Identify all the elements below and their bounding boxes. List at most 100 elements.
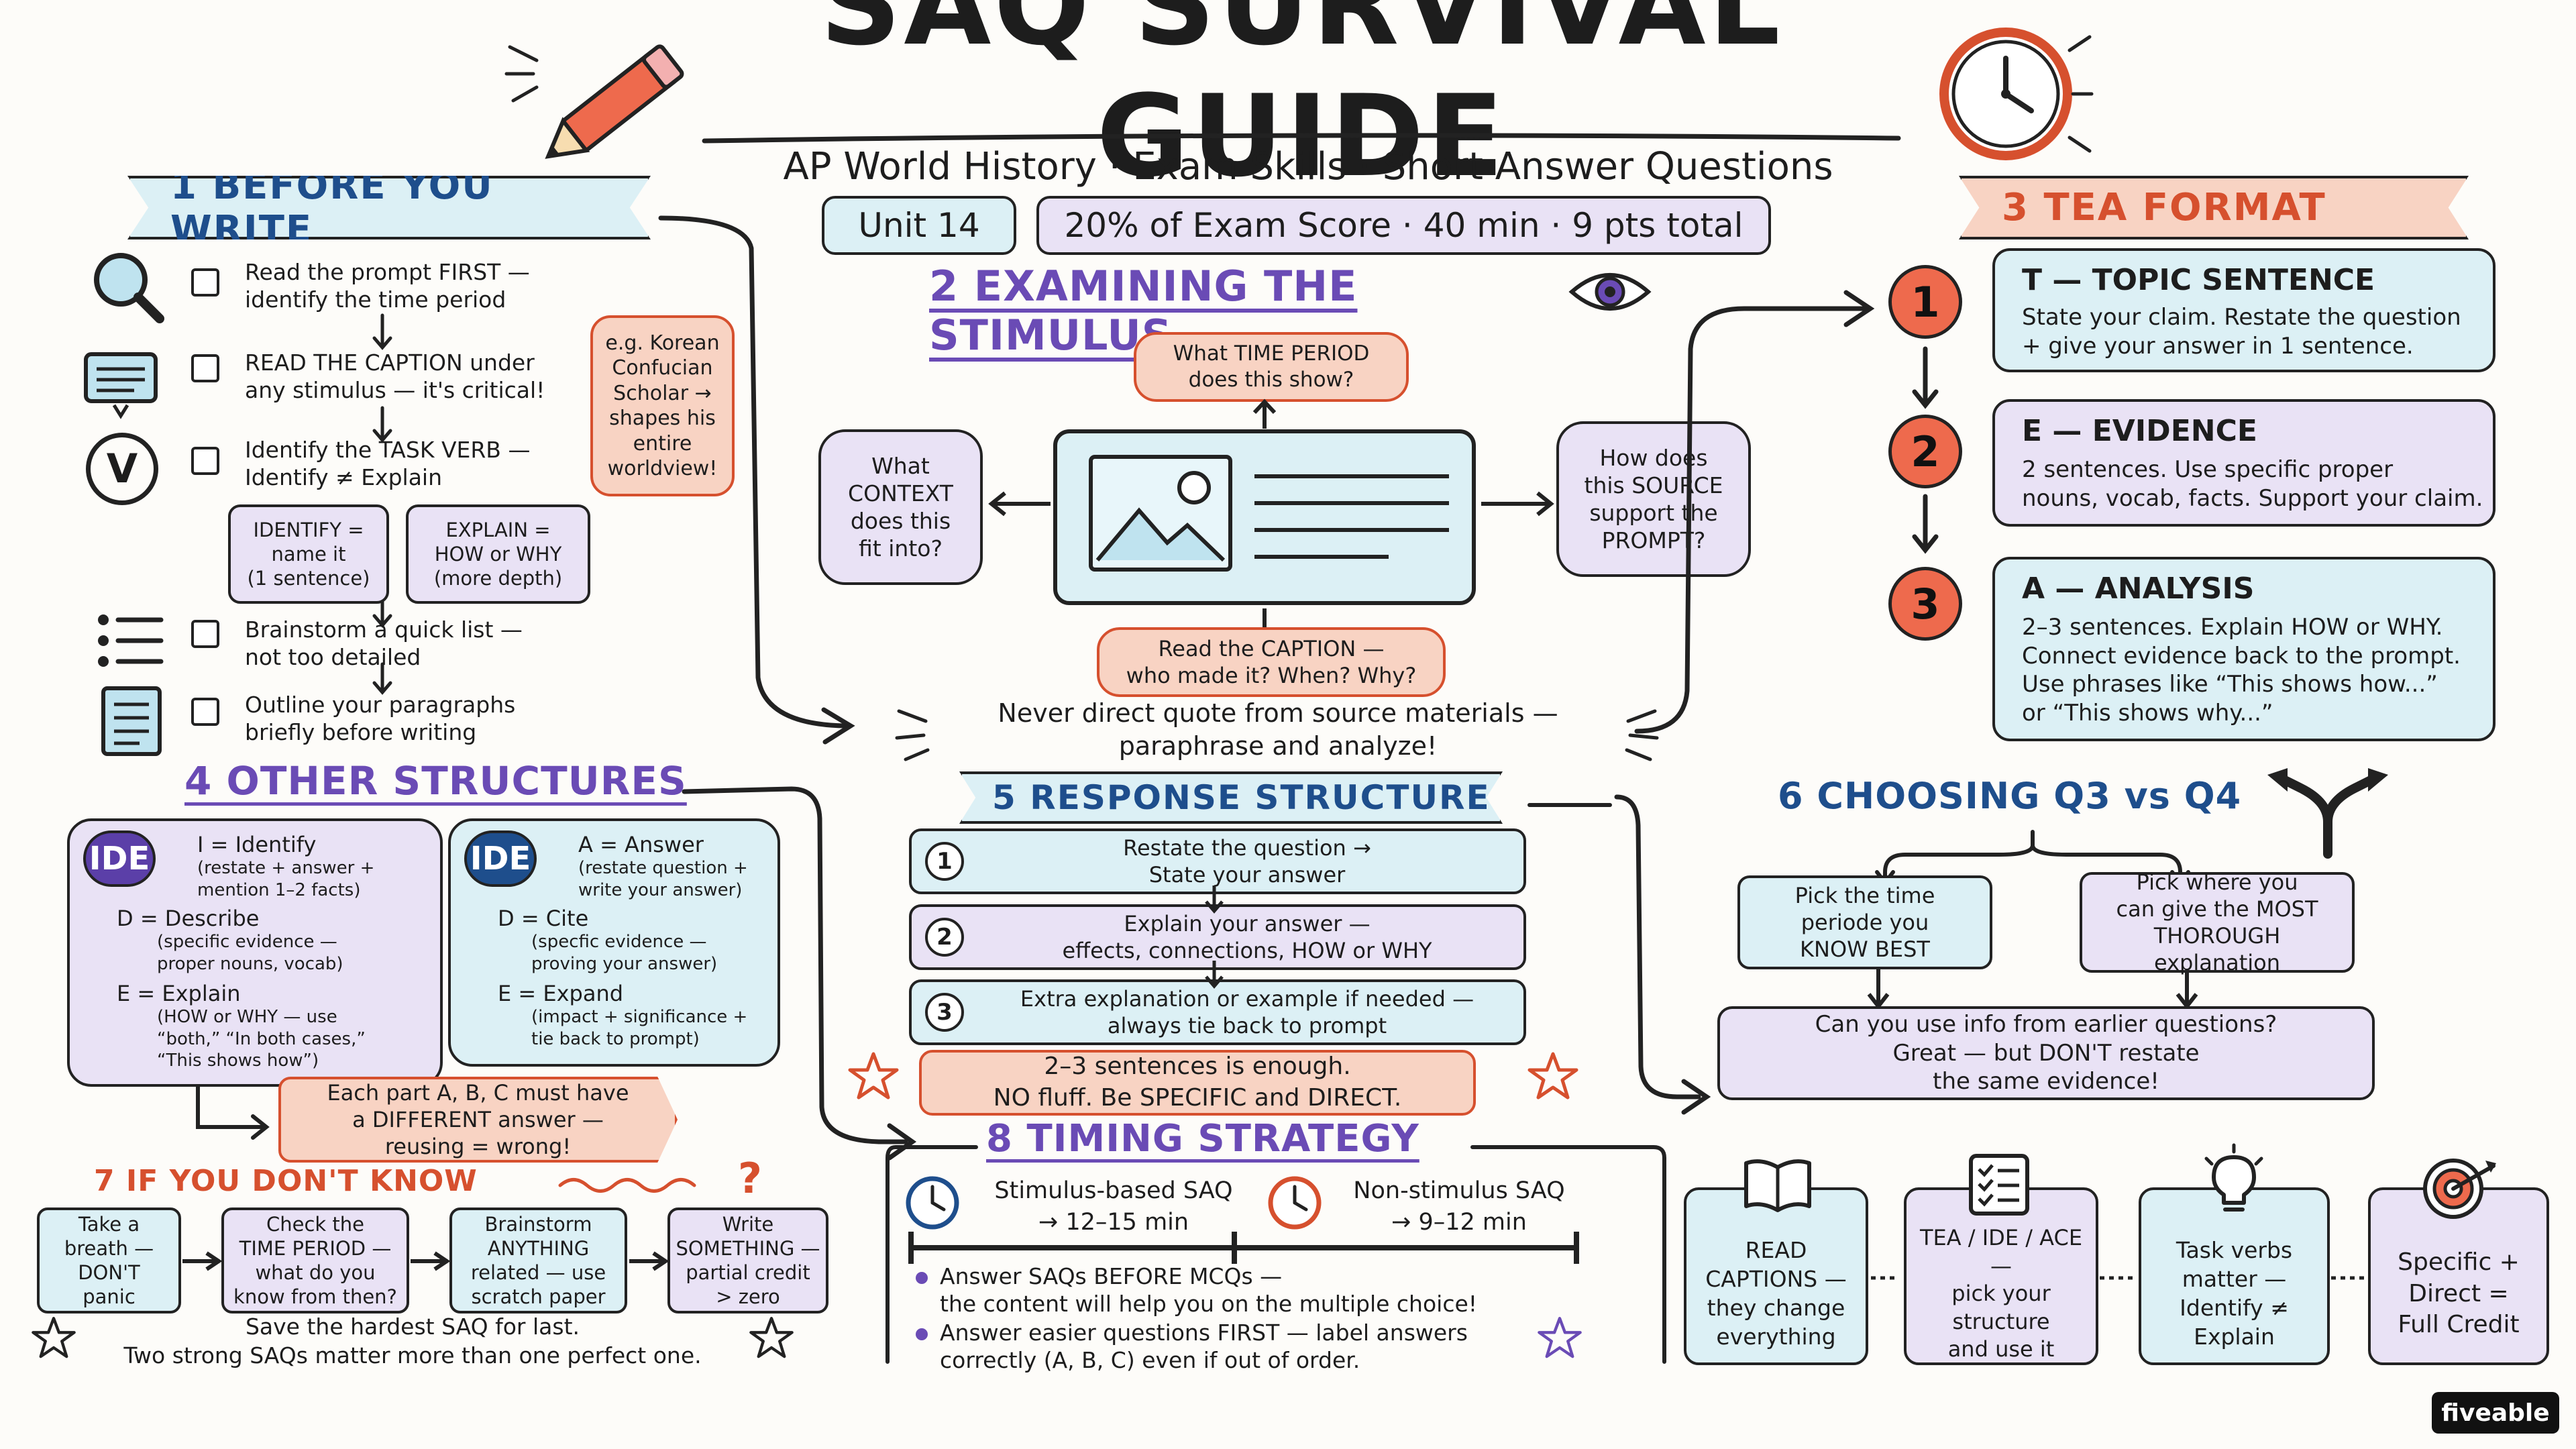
s8-bracket bbox=[885, 1145, 1666, 1364]
ide-right-e-head: E = Expand bbox=[498, 981, 624, 1006]
earlier-questions-box: Can you use info from earlier questions?… bbox=[1717, 1006, 2375, 1100]
response-step-3: 3 Extra explanation or example if needed… bbox=[909, 979, 1526, 1045]
stopwatch-blue-icon bbox=[906, 1176, 959, 1230]
tea-num-3: 3 bbox=[1888, 567, 1962, 641]
verb-v-icon: V bbox=[86, 433, 158, 505]
s5-title: 5 RESPONSE STRUCTURE bbox=[992, 778, 1491, 817]
ide-badge-left: IDE bbox=[83, 830, 156, 887]
idk-arrows bbox=[182, 1251, 669, 1271]
split-arrow-icon bbox=[2267, 768, 2388, 859]
squiggle-icon bbox=[558, 1178, 696, 1193]
ide-left-i-sub: (restate + answer + mention 1–2 facts) bbox=[197, 858, 375, 900]
tip-card-credit: Specific + Direct = Full Credit bbox=[2368, 1187, 2549, 1365]
ide-arrow bbox=[196, 1085, 270, 1140]
step-num-3: 3 bbox=[925, 993, 964, 1032]
target-icon bbox=[2423, 1159, 2496, 1219]
response-arrows bbox=[1205, 885, 1224, 989]
tip-text-verbs: Task verbs matter — Identify ≠ Explain bbox=[2176, 1237, 2293, 1350]
checkbox-1[interactable] bbox=[191, 268, 219, 297]
timing-bullet-2: Answer easier questions FIRST — label an… bbox=[916, 1319, 1627, 1375]
explain-box: EXPLAIN = HOW or WHY (more depth) bbox=[406, 504, 590, 604]
s8-title: 8 TIMING STRATEGY bbox=[986, 1117, 1419, 1161]
tea-card-evidence: E — EVIDENCE 2 sentences. Use specific p… bbox=[1992, 399, 2496, 527]
connector-to-s6 bbox=[1614, 794, 1711, 1115]
ide-left-d-sub: (specific evidence — proper nouns, vocab… bbox=[157, 932, 343, 974]
tip-card-structure: TEA / IDE / ACE — pick your structure an… bbox=[1904, 1187, 2098, 1365]
timeline-bar bbox=[908, 1232, 1579, 1264]
star-bl-icon bbox=[32, 1317, 76, 1358]
bullet-dot bbox=[916, 1328, 928, 1340]
star-purple-icon bbox=[1538, 1317, 1582, 1358]
s1-title: 1 BEFORE YOU WRITE bbox=[170, 164, 494, 252]
list-icon bbox=[98, 614, 164, 667]
response-step-1-text: Restate the question → State your answer bbox=[1123, 835, 1371, 888]
tea-body-analysis: 2–3 sentences. Explain HOW or WHY. Conne… bbox=[2022, 614, 2461, 727]
checkbox-5[interactable] bbox=[191, 698, 219, 726]
ide-left-i-head: I = Identify bbox=[197, 832, 317, 857]
score-tag: 20% of Exam Score · 40 min · 9 pts total bbox=[1036, 196, 1771, 255]
star-right-icon bbox=[1527, 1052, 1578, 1099]
clock-icon bbox=[1939, 28, 2094, 160]
step-num-2: 2 bbox=[925, 918, 964, 957]
non-stimulus-saq-label: Non-stimulus SAQ → 9–12 min bbox=[1353, 1177, 1565, 1236]
q-time-period: What TIME PERIOD does this show? bbox=[1134, 332, 1409, 402]
tip-card-verbs: Task verbs matter — Identify ≠ Explain bbox=[2139, 1187, 2330, 1365]
timing-bullet-1-text: Answer SAQs BEFORE MCQs — the content wi… bbox=[940, 1263, 1477, 1318]
s3-banner: 3 TEA FORMAT bbox=[1959, 176, 2469, 239]
no-direct-quote-note: Never direct quote from source materials… bbox=[998, 698, 1558, 761]
lightbulb-icon bbox=[2204, 1143, 2263, 1212]
s1-item-5: Outline your paragraphs briefly before w… bbox=[245, 692, 516, 746]
pencil-spark-icon bbox=[504, 45, 539, 103]
unit-tag: Unit 14 bbox=[822, 196, 1016, 255]
tea-head-analysis: A — ANALYSIS bbox=[2022, 572, 2255, 606]
ide-right-a-head: A = Answer bbox=[578, 832, 704, 857]
note-sparks bbox=[895, 709, 1659, 761]
ide-right-d-sub: (specfic evidence — proving your answer) bbox=[531, 932, 718, 974]
pencil-icon bbox=[545, 44, 684, 159]
s1-banner: 1 BEFORE YOU WRITE bbox=[127, 176, 651, 239]
timing-bullet-2-text: Answer easier questions FIRST — label an… bbox=[940, 1320, 1468, 1374]
q-context: What CONTEXT does this fit into? bbox=[818, 429, 983, 585]
magnifier-icon bbox=[94, 253, 164, 323]
stimulus-saq-label: Stimulus-based SAQ → 12–15 min bbox=[994, 1177, 1233, 1236]
tip-dotted-connectors bbox=[1871, 1276, 2365, 1280]
checkbox-4[interactable] bbox=[191, 620, 219, 648]
response-step-2-text: Explain your answer — effects, connectio… bbox=[1062, 911, 1432, 963]
idk-step-4: Write SOMETHING — partial credit > zero bbox=[667, 1208, 828, 1313]
ide-badge-right: IDE bbox=[464, 830, 537, 887]
fluff-callout: 2–3 sentences is enough. NO fluff. Be SP… bbox=[919, 1050, 1476, 1116]
s5-banner: 5 RESPONSE STRUCTURE bbox=[959, 771, 1503, 824]
stimulus-arrows bbox=[988, 398, 1554, 645]
brand-logo: fiveable bbox=[2432, 1392, 2559, 1434]
q3q4-know-best: Pick the time periode you KNOW BEST bbox=[1737, 875, 1992, 969]
s5-right-arrow bbox=[1527, 803, 1612, 807]
s3-title: 3 TEA FORMAT bbox=[2002, 186, 2326, 229]
different-answer-callout: Each part A, B, C must have a DIFFERENT … bbox=[278, 1077, 678, 1163]
page-title: SAQ SURVIVAL GUIDE bbox=[820, 0, 1783, 202]
tea-card-analysis: A — ANALYSIS 2–3 sentences. Explain HOW … bbox=[1992, 557, 2496, 741]
timing-bullet-1: Answer SAQs BEFORE MCQs — the content wi… bbox=[916, 1263, 1627, 1318]
question-mark: ? bbox=[738, 1154, 762, 1203]
tea-num-2: 2 bbox=[1888, 415, 1962, 488]
tea-num-1: 1 bbox=[1888, 265, 1962, 339]
response-step-3-text: Extra explanation or example if needed —… bbox=[1020, 986, 1474, 1038]
s4-title: 4 OTHER STRUCTURES bbox=[184, 758, 687, 804]
tip-text-captions: READ CAPTIONS — they change everything bbox=[1705, 1237, 1847, 1350]
checkbox-3[interactable] bbox=[191, 447, 219, 475]
q-source: How does this SOURCE support the PROMPT? bbox=[1556, 421, 1751, 577]
s1-item-1: Read the prompt FIRST — identify the tim… bbox=[245, 259, 530, 313]
ide-right-d-head: D = Cite bbox=[498, 906, 589, 931]
ide-card-left: IDE I = Identify (restate + answer + men… bbox=[67, 818, 443, 1087]
q3q4-thorough: Pick where you can give the MOST THOROUG… bbox=[2080, 869, 2355, 975]
tea-head-evidence: E — EVIDENCE bbox=[2022, 414, 2257, 448]
connector-note-to-tea bbox=[1634, 290, 1875, 734]
identify-box: IDENTIFY = name it (1 sentence) bbox=[228, 504, 389, 604]
outline-doc-icon bbox=[101, 686, 162, 756]
idk-step-1: Take a breath — DON'T panic bbox=[37, 1208, 181, 1313]
checkbox-2[interactable] bbox=[191, 354, 219, 382]
s1-item-4: Brainstorm a quick list — not too detail… bbox=[245, 616, 523, 671]
bullet-dot bbox=[916, 1272, 928, 1284]
ide-right-e-sub: (impact + significance + tie back to pro… bbox=[531, 1007, 748, 1049]
ide-left-e-sub: (HOW or WHY — use “both,” “In both cases… bbox=[157, 1007, 366, 1071]
eye-icon bbox=[1568, 273, 1652, 311]
